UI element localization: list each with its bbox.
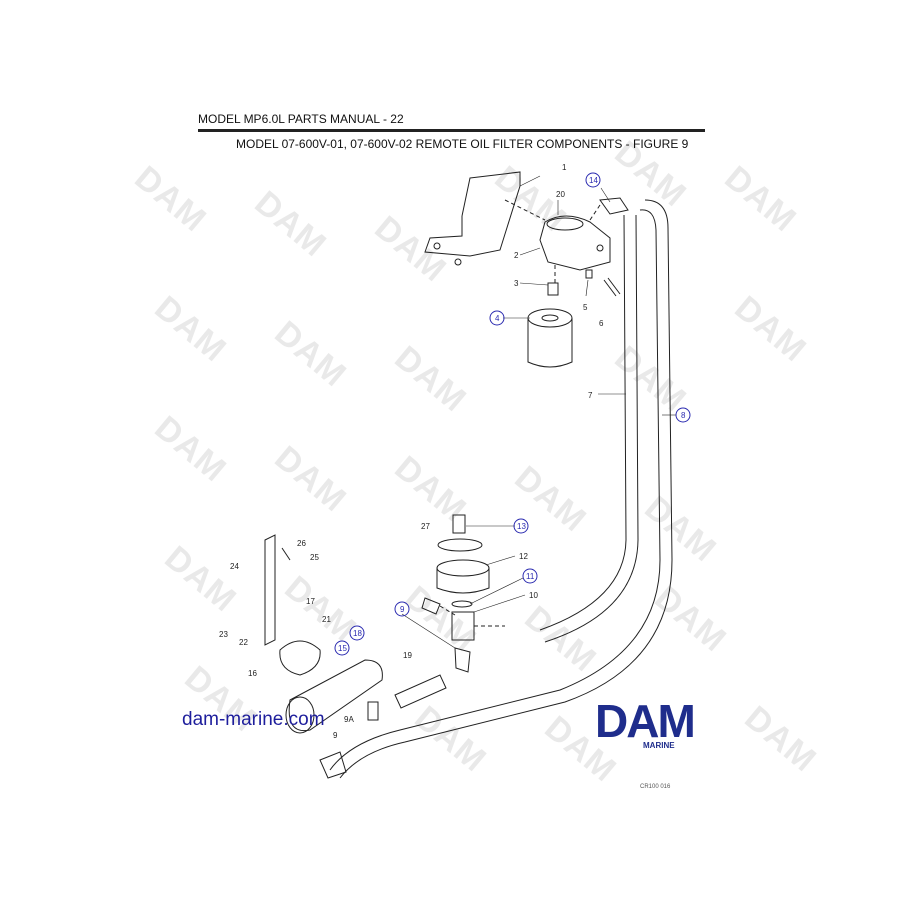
- diagram-lines: [264, 171, 673, 779]
- adapter-body: [436, 568, 490, 594]
- callout-7: 7: [588, 391, 593, 400]
- callout-19: 19: [403, 651, 412, 660]
- callout-9A: 9A: [344, 715, 354, 724]
- callout-23: 23: [219, 630, 228, 639]
- circled-callout-ring: [513, 518, 529, 534]
- logo-wordmark: DAM: [595, 695, 696, 747]
- manual-title: MODEL MP6.0L PARTS MANUAL - 22: [198, 112, 404, 126]
- hose-7-outer: [539, 214, 627, 631]
- circled-callout-ring: [522, 568, 538, 584]
- oil-filter-top: [527, 308, 573, 328]
- elbow-fitting: [599, 197, 629, 215]
- callout-18: 18: [353, 629, 362, 638]
- callout-5: 5: [583, 303, 588, 312]
- callout-20: 20: [556, 190, 565, 199]
- circled-callouts: 14 4 8 13 11 9 18 15: [334, 172, 691, 656]
- washer: [585, 269, 593, 279]
- callout-12: 12: [519, 552, 528, 561]
- oil-filter-center: [541, 314, 559, 322]
- circled-callout-ring: [675, 407, 691, 423]
- fitting-9A: [367, 701, 379, 721]
- adapter-body-top: [436, 559, 490, 577]
- adapter-ring-13: [437, 538, 483, 552]
- callout-9-upper: 9: [400, 605, 405, 614]
- page-background: [110, 110, 790, 790]
- cooler-bracket: [264, 534, 276, 646]
- callout-10: 10: [529, 591, 538, 600]
- document-code: CR100 016: [640, 784, 671, 790]
- fitting-27: [452, 514, 466, 534]
- assembly-dash: [439, 605, 505, 627]
- callouts: 1 20 2 3 5 6 7 27 12 10 19 26 25 24 17 2…: [219, 163, 604, 740]
- callout-17: 17: [306, 597, 315, 606]
- callout-4: 4: [495, 314, 500, 323]
- circled-callout-ring: [349, 625, 365, 641]
- filter-adapter: [539, 215, 611, 271]
- logo-subtitle: MARINE: [643, 741, 675, 750]
- callout-2: 2: [514, 251, 519, 260]
- bolt-25: [281, 547, 291, 561]
- circled-callout-ring: [394, 601, 410, 617]
- website-link[interactable]: dam-marine.com: [182, 709, 325, 730]
- callout-3: 3: [514, 279, 519, 288]
- hose-8-outer: [329, 209, 661, 771]
- hose-8-inner: [339, 199, 673, 779]
- oil-cooler-end: [285, 696, 315, 734]
- fitting-9: [421, 597, 441, 615]
- assembly-dash: [504, 199, 601, 285]
- mounting-bracket: [424, 171, 521, 257]
- callout-11: 11: [526, 572, 535, 581]
- dam-marine-logo: DAM MARINE: [595, 695, 720, 755]
- oil-cooler: [288, 659, 383, 732]
- oil-filter-body: [527, 318, 573, 368]
- fitting-10: [451, 611, 475, 641]
- cap-screw: [603, 277, 621, 297]
- callout-26: 26: [297, 539, 306, 548]
- adapter-top: [546, 217, 584, 231]
- leader-lines: [401, 175, 676, 649]
- callout-14: 14: [589, 176, 598, 185]
- bracket-hole: [433, 242, 441, 250]
- callout-13: 13: [517, 522, 526, 531]
- hose-clamp: [279, 640, 321, 676]
- callout-1: 1: [562, 163, 567, 172]
- figure-title: MODEL 07-600V-01, 07-600V-02 REMOTE OIL …: [236, 137, 689, 151]
- check-valve: [394, 674, 447, 709]
- callout-9-lower: 9: [333, 731, 338, 740]
- header-rule: [198, 129, 705, 132]
- threaded-nipple: [547, 282, 559, 296]
- circled-callout-ring: [334, 640, 350, 656]
- callout-21: 21: [322, 615, 331, 624]
- adapter-bolt-hole: [596, 244, 604, 252]
- bracket-hole: [454, 258, 462, 266]
- callout-15: 15: [338, 644, 347, 653]
- callout-25: 25: [310, 553, 319, 562]
- lower-elbow: [319, 751, 347, 779]
- hose-7-inner: [544, 214, 639, 643]
- elbow-9-lower: [454, 647, 471, 673]
- callout-16: 16: [248, 669, 257, 678]
- callout-27: 27: [421, 522, 430, 531]
- callout-24: 24: [230, 562, 239, 571]
- oring-11: [451, 600, 473, 608]
- circled-callout-ring: [489, 310, 505, 326]
- circled-callout-ring: [585, 172, 601, 188]
- callout-6: 6: [599, 319, 604, 328]
- callout-22: 22: [239, 638, 248, 647]
- callout-8: 8: [681, 411, 686, 420]
